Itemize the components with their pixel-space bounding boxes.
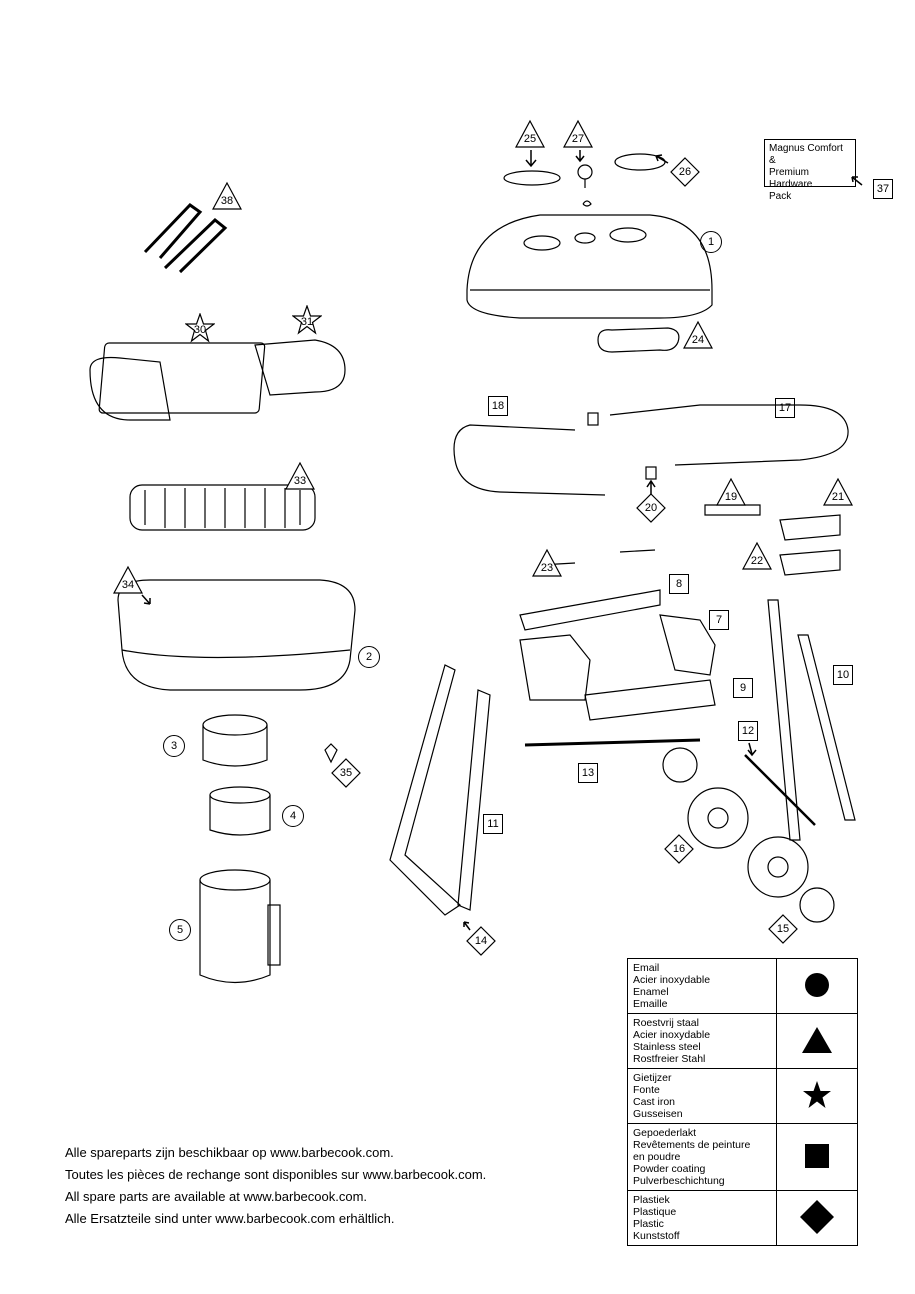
legend-text: Email bbox=[633, 962, 660, 974]
part-label-24: 24 bbox=[683, 320, 713, 350]
part-label-16: 16 bbox=[664, 834, 694, 864]
part-label-15: 15 bbox=[768, 914, 798, 944]
legend-text: Plastic bbox=[633, 1218, 664, 1230]
lid bbox=[466, 214, 713, 319]
brackets bbox=[539, 504, 841, 576]
part-label-27: 27 bbox=[563, 119, 593, 149]
chimney-starter bbox=[199, 869, 281, 984]
part-label-2: 2 bbox=[358, 646, 380, 668]
part-label-3: 3 bbox=[163, 735, 185, 757]
wheels bbox=[662, 747, 835, 923]
legend-text: Fonte bbox=[633, 1084, 660, 1096]
part-label-17: 17 bbox=[775, 398, 795, 418]
part-label-23: 23 bbox=[532, 548, 562, 578]
part-label-31: 31 bbox=[292, 305, 322, 335]
part-label-10: 10 bbox=[833, 665, 853, 685]
legend-text: Revêtements de peinture bbox=[633, 1139, 751, 1151]
star-symbol-icon bbox=[803, 1080, 831, 1108]
hardware-pack-box: Magnus Comfort & Premium Hardware Pack bbox=[764, 139, 856, 202]
legend-text: Powder coating bbox=[633, 1163, 706, 1175]
cast-iron-grids bbox=[89, 339, 346, 421]
cooking-grid bbox=[129, 484, 316, 531]
part-label-33: 33 bbox=[285, 461, 315, 491]
legend-text: Plastique bbox=[633, 1206, 677, 1218]
legend-text: en poudre bbox=[633, 1151, 681, 1163]
spare-parts-notice: Alle spareparts zijn beschikbaar op www.… bbox=[65, 1142, 486, 1230]
legend-text: Stainless steel bbox=[633, 1041, 701, 1053]
part-label-8: 8 bbox=[669, 574, 689, 594]
part-label-26: 26 bbox=[670, 157, 700, 187]
part-label-22: 22 bbox=[742, 541, 772, 571]
part-label-4: 4 bbox=[282, 805, 304, 827]
part-label-19: 19 bbox=[716, 477, 746, 507]
part-label-18: 18 bbox=[488, 396, 508, 416]
part-label-20: 20 bbox=[636, 493, 666, 523]
legend-text: Gusseisen bbox=[633, 1108, 683, 1120]
circle-symbol-icon bbox=[805, 972, 829, 997]
legend-text: Gietijzer bbox=[633, 1072, 672, 1084]
legs bbox=[389, 599, 856, 916]
legend-text: Pulverbeschichtung bbox=[633, 1175, 725, 1187]
lid-handle bbox=[597, 327, 680, 353]
legend-text: Emaille bbox=[633, 998, 668, 1010]
hardware-pack-line: Pack bbox=[769, 191, 792, 202]
legend-text: Acier inoxydable bbox=[633, 974, 711, 986]
legend-text: Rostfreier Stahl bbox=[633, 1053, 706, 1065]
triangle-symbol-icon bbox=[802, 1026, 832, 1053]
bowl bbox=[117, 579, 356, 691]
pointer-arrows bbox=[141, 150, 863, 931]
legend-text: Cast iron bbox=[633, 1096, 676, 1108]
notice-line-nl: Alle spareparts zijn beschikbaar op www.… bbox=[65, 1145, 394, 1160]
part-label-12: 12 bbox=[738, 721, 758, 741]
part-label-34: 34 bbox=[113, 565, 143, 595]
shelf-frame bbox=[519, 589, 716, 747]
grill-tongs bbox=[143, 203, 228, 274]
legend-text: Plastiek bbox=[633, 1194, 670, 1206]
square-symbol-icon bbox=[805, 1143, 829, 1168]
notice-line-de: Alle Ersatzteile sind unter www.barbecoo… bbox=[65, 1211, 395, 1226]
side-rails bbox=[453, 404, 849, 496]
part-label-37: 37 bbox=[873, 179, 893, 199]
part-label-7: 7 bbox=[709, 610, 729, 630]
diamond-symbol-icon bbox=[800, 1199, 834, 1234]
part-label-35: 35 bbox=[331, 758, 361, 788]
legend-text: Roestvrij staal bbox=[633, 1017, 699, 1029]
part-label-13: 13 bbox=[578, 763, 598, 783]
part-label-5: 5 bbox=[169, 919, 191, 941]
legend-text: Acier inoxydable bbox=[633, 1029, 711, 1041]
part-label-11: 11 bbox=[483, 814, 503, 834]
part-label-1: 1 bbox=[700, 231, 722, 253]
part-label-21: 21 bbox=[823, 477, 853, 507]
part-label-30: 30 bbox=[185, 313, 215, 343]
legend-text: Kunststoff bbox=[633, 1230, 680, 1242]
notice-line-fr: Toutes les pièces de rechange sont dispo… bbox=[65, 1167, 487, 1182]
hardware-pack-line: Magnus Comfort & bbox=[769, 143, 843, 166]
charcoal-basket bbox=[202, 714, 338, 836]
legend-text: Enamel bbox=[633, 986, 669, 998]
legend-text: Gepoederlakt bbox=[633, 1127, 697, 1139]
part-label-9: 9 bbox=[733, 678, 753, 698]
notice-line-en: All spare parts are available at www.bar… bbox=[65, 1189, 368, 1204]
hardware-pack-line: Premium Hardware bbox=[769, 167, 813, 190]
part-label-25: 25 bbox=[515, 119, 545, 149]
part-label-14: 14 bbox=[466, 926, 496, 956]
part-label-38: 38 bbox=[212, 181, 242, 211]
